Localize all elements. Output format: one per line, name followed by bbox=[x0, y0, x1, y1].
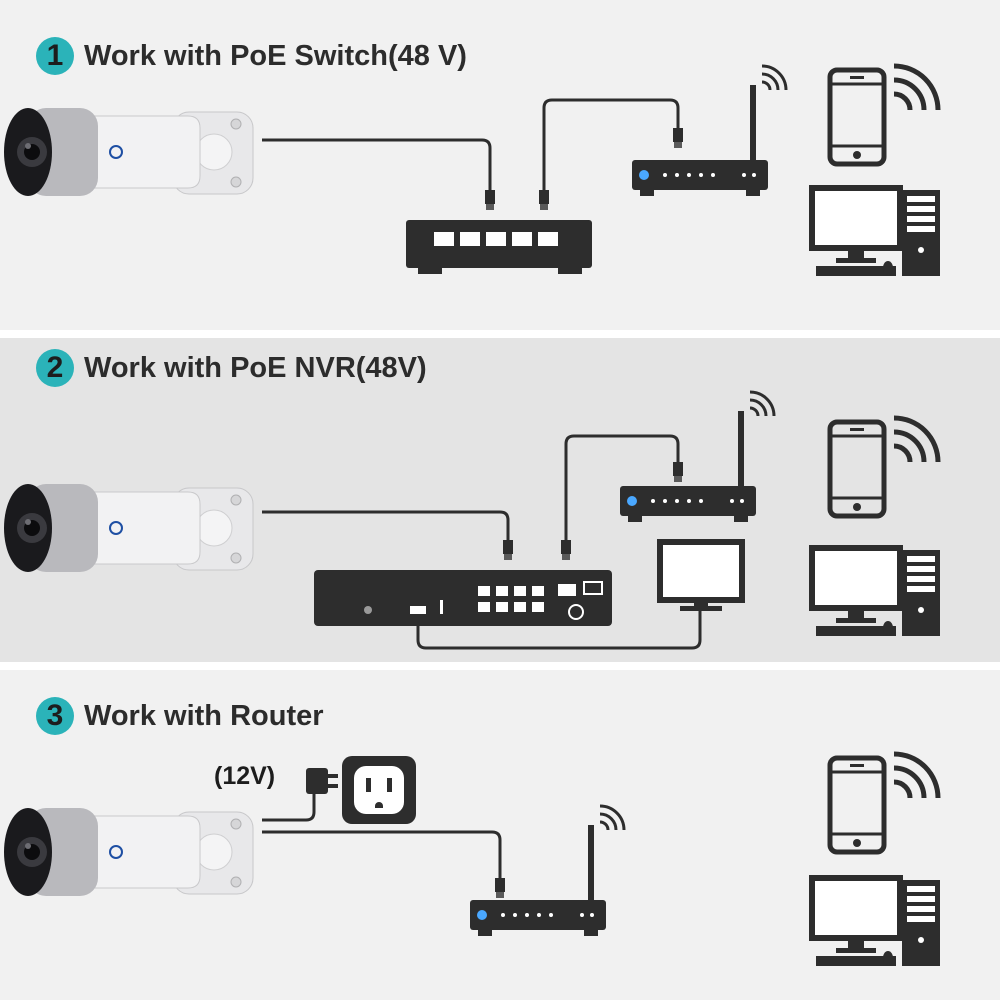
section-title: Work with PoE NVR(48V) bbox=[84, 351, 427, 384]
step-number-badge: 2 bbox=[36, 349, 74, 387]
cable bbox=[262, 434, 702, 650]
ip-camera-icon bbox=[3, 807, 254, 897]
nvr-icon bbox=[314, 570, 612, 626]
section-heading: 2 Work with PoE NVR(48V) bbox=[36, 346, 427, 390]
step-number-badge: 3 bbox=[36, 697, 74, 735]
poe-switch-icon bbox=[406, 220, 592, 274]
power-voltage-label: (12V) bbox=[214, 762, 276, 790]
cable bbox=[262, 790, 502, 878]
cable bbox=[262, 98, 680, 190]
wall-outlet-icon bbox=[342, 756, 416, 824]
rj45-connector bbox=[495, 878, 505, 898]
monitor-icon bbox=[657, 539, 745, 611]
power-adapter-icon bbox=[306, 768, 338, 794]
section-heading: 3 Work with Router bbox=[36, 694, 324, 738]
step-number-badge: 1 bbox=[36, 37, 74, 75]
section-heading: 1 Work with PoE Switch(48 V) bbox=[36, 34, 467, 78]
ip-camera-icon bbox=[3, 107, 254, 197]
ip-camera-icon bbox=[3, 483, 254, 573]
section-title: Work with Router bbox=[84, 699, 324, 732]
section-title: Work with PoE Switch(48 V) bbox=[84, 39, 467, 72]
